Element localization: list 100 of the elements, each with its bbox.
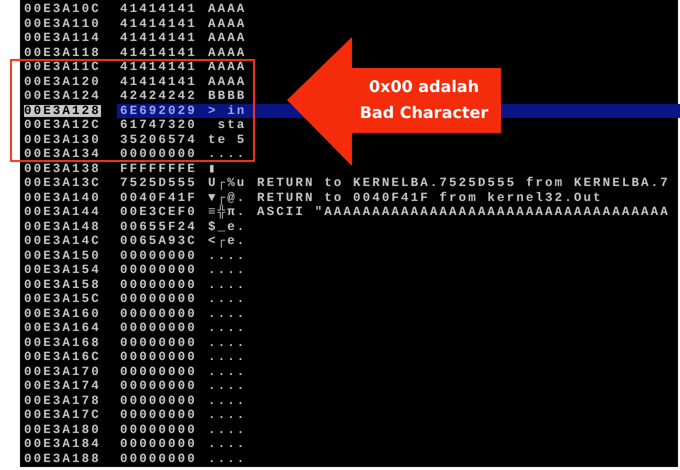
address-text: 00E3A170 bbox=[24, 366, 101, 378]
hex-value-text: 00000000 bbox=[120, 308, 197, 320]
ascii-text: .... bbox=[208, 366, 246, 378]
hex-value-text: 00000000 bbox=[120, 424, 197, 436]
ascii-text: .... bbox=[208, 322, 246, 334]
address-text: 00E3A120 bbox=[24, 76, 101, 88]
ascii-text: AAAA bbox=[208, 46, 246, 58]
hex-value-text: 00000000 bbox=[120, 409, 197, 421]
address-text: 00E3A130 bbox=[24, 134, 101, 146]
hex-value-text: 00000000 bbox=[120, 351, 197, 363]
ascii-text: AAAA bbox=[208, 3, 246, 15]
address-text: 00E3A184 bbox=[24, 438, 101, 450]
hex-value-text: 41414141 bbox=[120, 18, 197, 30]
address-text: 00E3A124 bbox=[24, 90, 101, 102]
comment-text: RETURN to KERNELBA.7525D555 from KERNELBA.7 bbox=[257, 177, 670, 189]
address-text: 00E3A12C bbox=[24, 119, 101, 131]
address-text: 00E3A168 bbox=[24, 336, 101, 348]
address-text: 00E3A148 bbox=[24, 220, 101, 232]
address-text: 00E3A10C bbox=[24, 3, 101, 15]
address-text: 00E3A164 bbox=[24, 322, 101, 334]
address-text: 00E3A118 bbox=[24, 46, 101, 58]
address-text: 00E3A110 bbox=[24, 18, 101, 30]
address-text: 00E3A15C bbox=[24, 293, 101, 305]
ascii-text: $_e. bbox=[208, 220, 246, 232]
address-text: 00E3A134 bbox=[24, 148, 101, 160]
hex-value-text: 41414141 bbox=[120, 32, 197, 44]
hex-value-text: 00655F24 bbox=[120, 220, 197, 232]
ascii-text: .... bbox=[208, 380, 246, 392]
ascii-text: .... bbox=[208, 293, 246, 305]
hex-value-text: 41414141 bbox=[120, 61, 197, 73]
hex-value-text: 0040F41F bbox=[120, 192, 197, 204]
ascii-text: AAAA bbox=[208, 18, 246, 30]
address-text: 00E3A154 bbox=[24, 264, 101, 276]
ascii-text: .... bbox=[208, 452, 246, 464]
ascii-text: .... bbox=[208, 308, 246, 320]
ascii-text: .... bbox=[208, 336, 246, 348]
hex-value-text: 42424242 bbox=[120, 90, 197, 102]
address-text: 00E3A140 bbox=[24, 192, 101, 204]
address-text: 00E3A114 bbox=[24, 32, 101, 44]
hex-value-text: 00000000 bbox=[120, 366, 197, 378]
ascii-text: .... bbox=[208, 394, 246, 406]
address-text: 00E3A160 bbox=[24, 308, 101, 320]
ascii-text: .... bbox=[208, 438, 246, 450]
ascii-text: ▮ bbox=[208, 162, 218, 174]
address-text: 00E3A11C bbox=[24, 61, 101, 73]
address-text: 00E3A180 bbox=[24, 424, 101, 436]
address-text: 00E3A128 bbox=[24, 104, 101, 116]
address-text: 00E3A144 bbox=[24, 206, 101, 218]
hex-value-text: 00000000 bbox=[120, 380, 197, 392]
hex-value-text: 00E3CEF0 bbox=[120, 206, 197, 218]
ascii-text: AAAA bbox=[208, 61, 246, 73]
hex-value-text: 61747320 bbox=[120, 119, 197, 131]
hex-value-text: 35206574 bbox=[120, 134, 197, 146]
ascii-text: .... bbox=[208, 409, 246, 421]
ascii-text: AAAA bbox=[208, 76, 246, 88]
hex-value-text: 7525D555 bbox=[120, 177, 197, 189]
address-text: 00E3A14C bbox=[24, 235, 101, 247]
hex-value-text: 00000000 bbox=[120, 336, 197, 348]
ascii-text: ≡╬π. bbox=[208, 206, 246, 218]
ascii-text: .... bbox=[208, 148, 246, 160]
callout-text: 0x00 adalah Bad Character bbox=[359, 76, 489, 124]
ascii-text: U┌%u bbox=[208, 177, 246, 189]
hex-value-text: FFFFFFFE bbox=[120, 162, 197, 174]
address-text: 00E3A150 bbox=[24, 250, 101, 262]
hex-value-text: 00000000 bbox=[120, 394, 197, 406]
hex-value-text: 0065A93C bbox=[120, 235, 197, 247]
address-text: 00E3A16C bbox=[24, 351, 101, 363]
ascii-text: .... bbox=[208, 424, 246, 436]
ascii-text: BBBB bbox=[208, 90, 246, 102]
address-text: 00E3A188 bbox=[24, 452, 101, 464]
hex-value-text: 6E692029 bbox=[120, 104, 197, 116]
address-text: 00E3A13C bbox=[24, 177, 101, 189]
address-text: 00E3A158 bbox=[24, 278, 101, 290]
hex-value-text: 00000000 bbox=[120, 250, 197, 262]
ascii-text: AAAA bbox=[208, 32, 246, 44]
comment-text: ASCII "AAAAAAAAAAAAAAAAAAAAAAAAAAAAAAAAAAAA bbox=[257, 206, 670, 218]
address-text: 00E3A178 bbox=[24, 394, 101, 406]
hex-value-text: 00000000 bbox=[120, 278, 197, 290]
ascii-text: <┌e. bbox=[208, 235, 246, 247]
hex-value-text: 00000000 bbox=[120, 148, 197, 160]
ascii-text: .... bbox=[208, 250, 246, 262]
comment-text: RETURN to 0040F41F from kernel32.Out bbox=[257, 192, 603, 204]
ascii-text: te 5 bbox=[208, 134, 246, 146]
ascii-text: sta bbox=[216, 119, 246, 131]
hex-value-text: 00000000 bbox=[120, 438, 197, 450]
hex-value-text: 41414141 bbox=[120, 3, 197, 15]
hex-value-text: 00000000 bbox=[120, 293, 197, 305]
address-text: 00E3A17C bbox=[24, 409, 101, 421]
hex-value-text: 00000000 bbox=[120, 452, 197, 464]
address-text: 00E3A138 bbox=[24, 162, 101, 174]
ascii-text: .... bbox=[208, 264, 246, 276]
hex-value-text: 41414141 bbox=[120, 46, 197, 58]
ascii-text: .... bbox=[208, 351, 246, 363]
ascii-text: .... bbox=[208, 278, 246, 290]
address-text: 00E3A174 bbox=[24, 380, 101, 392]
hex-value-text: 00000000 bbox=[120, 322, 197, 334]
ascii-text: ▼┌@. bbox=[208, 192, 246, 204]
ascii-text: > in bbox=[208, 104, 246, 116]
highlight-frame bbox=[10, 59, 255, 162]
hex-value-text: 41414141 bbox=[120, 76, 197, 88]
